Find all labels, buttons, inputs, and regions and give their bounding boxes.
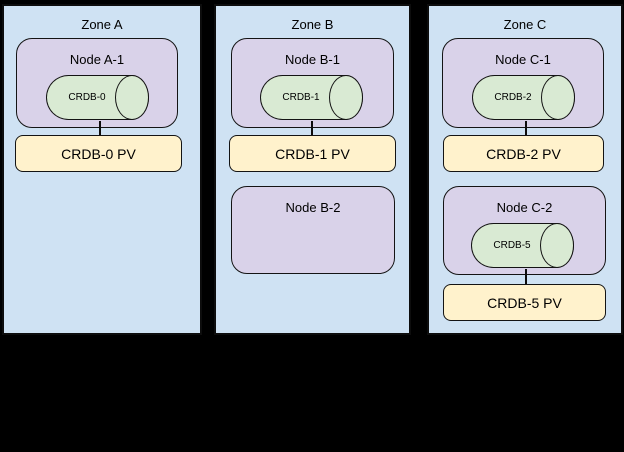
node-a1: Node A-1 CRDB-0 — [16, 38, 178, 128]
database-label: CRDB-5 — [493, 240, 531, 251]
pv-crdb5: CRDB-5 PV — [443, 284, 606, 321]
node-a1-title: Node A-1 — [69, 52, 125, 67]
connector-crdb5-to-pv — [525, 269, 527, 286]
database-label: CRDB-0 — [68, 92, 106, 103]
database-cylinder-crdb5: CRDB-5 — [471, 223, 574, 268]
zone-b-title: Zone B — [291, 17, 334, 32]
zone-b: Zone B Node B-1 CRDB-1 CRDB-1 PV Node B-… — [214, 4, 411, 335]
pv-crdb1-label: CRDB-1 PV — [275, 145, 350, 162]
pv-crdb2: CRDB-2 PV — [443, 135, 604, 172]
pv-crdb0-label: CRDB-0 PV — [61, 145, 136, 162]
node-b1: Node B-1 CRDB-1 — [231, 38, 394, 128]
node-c2: Node C-2 CRDB-5 — [443, 186, 606, 275]
connector-crdb0-to-pv — [99, 121, 101, 137]
pv-crdb0: CRDB-0 PV — [15, 135, 182, 172]
database-cylinder-crdb0: CRDB-0 — [46, 75, 149, 120]
pv-crdb1: CRDB-1 PV — [229, 135, 396, 172]
node-b1-title: Node B-1 — [285, 52, 340, 67]
cylinder-cap — [329, 75, 363, 120]
cylinder-cap — [115, 75, 149, 120]
node-c2-title: Node C-2 — [496, 200, 553, 215]
pv-crdb2-label: CRDB-2 PV — [486, 145, 561, 162]
zone-c: Zone C Node C-1 CRDB-2 CRDB-2 PV Node C-… — [427, 4, 623, 335]
connector-crdb1-to-pv — [311, 121, 313, 137]
zone-a-title: Zone A — [81, 17, 123, 32]
zone-a: Zone A Node A-1 CRDB-0 CRDB-0 PV — [2, 4, 202, 335]
cylinder-cap — [540, 223, 574, 268]
database-cylinder-crdb2: CRDB-2 — [472, 75, 575, 120]
cylinder-cap — [541, 75, 575, 120]
zone-c-title: Zone C — [503, 17, 547, 32]
node-b2: Node B-2 — [231, 186, 395, 274]
database-cylinder-crdb1: CRDB-1 — [260, 75, 363, 120]
node-c1-title: Node C-1 — [495, 52, 551, 67]
node-b2-title: Node B-2 — [285, 200, 341, 215]
connector-crdb2-to-pv — [525, 121, 527, 137]
pv-crdb5-label: CRDB-5 PV — [487, 294, 562, 311]
database-label: CRDB-1 — [282, 92, 320, 103]
database-label: CRDB-2 — [494, 92, 532, 103]
node-c1: Node C-1 CRDB-2 — [442, 38, 604, 128]
